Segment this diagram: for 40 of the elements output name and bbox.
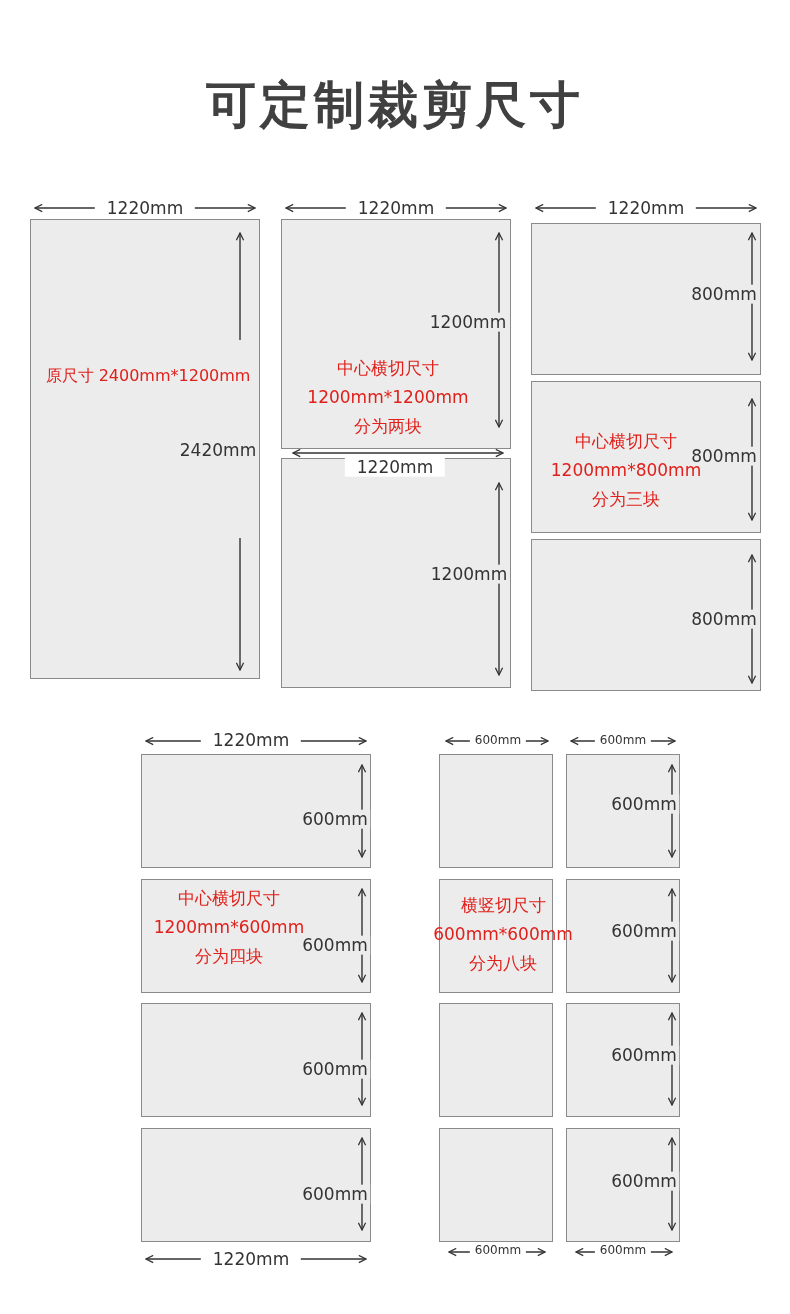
dimension-label: 1220mm [344,457,446,477]
size-note: 分为两块 [354,415,422,437]
size-note: 分为三块 [592,488,660,510]
size-note: 横竖切尺寸 [460,894,546,916]
dimension-label: 600mm [300,1059,370,1079]
cut-panel [281,458,511,688]
size-note: 中心横切尺寸 [337,357,439,379]
dimension-label: 800mm [689,284,759,304]
board-panel [531,381,761,533]
cut-panel [141,754,371,868]
dimension-label: 600mm [300,935,370,955]
dimension-label: 600mm [609,1045,679,1065]
size-note: 600mm*600mm [433,923,573,945]
cut-panel [439,754,553,868]
title: 可定制裁剪尺寸 [205,75,585,136]
dimension-label: 600mm [300,809,370,829]
board-panel [281,219,511,449]
board-panel [30,219,260,679]
dimension-label: 600mm [300,1184,370,1204]
size-note: 分为四块 [195,945,263,967]
size-note: 1200mm*600mm [153,916,305,938]
dimension-label: 600mm [609,794,679,814]
cut-panel [439,1128,553,1242]
size-note: 原尺寸 2400mm*1200mm [45,366,251,386]
size-note: 中心横切尺寸 [178,887,280,909]
dimension-label: 600mm [609,1171,679,1191]
size-note: 1200mm*1200mm [307,386,469,408]
cut-panel [566,754,680,868]
board-panel [141,879,371,993]
cut-panel [141,1003,371,1117]
dimension-label: 600mm [609,921,679,941]
cut-panel [439,1003,553,1117]
cut-panel [141,1128,371,1242]
cut-panel [566,1128,680,1242]
cut-panel [531,223,761,375]
size-note: 中心横切尺寸 [575,430,677,452]
cut-panel [531,539,761,691]
dimension-label: 800mm [689,609,759,629]
cut-panel [566,1003,680,1117]
size-note: 分为八块 [469,952,537,974]
